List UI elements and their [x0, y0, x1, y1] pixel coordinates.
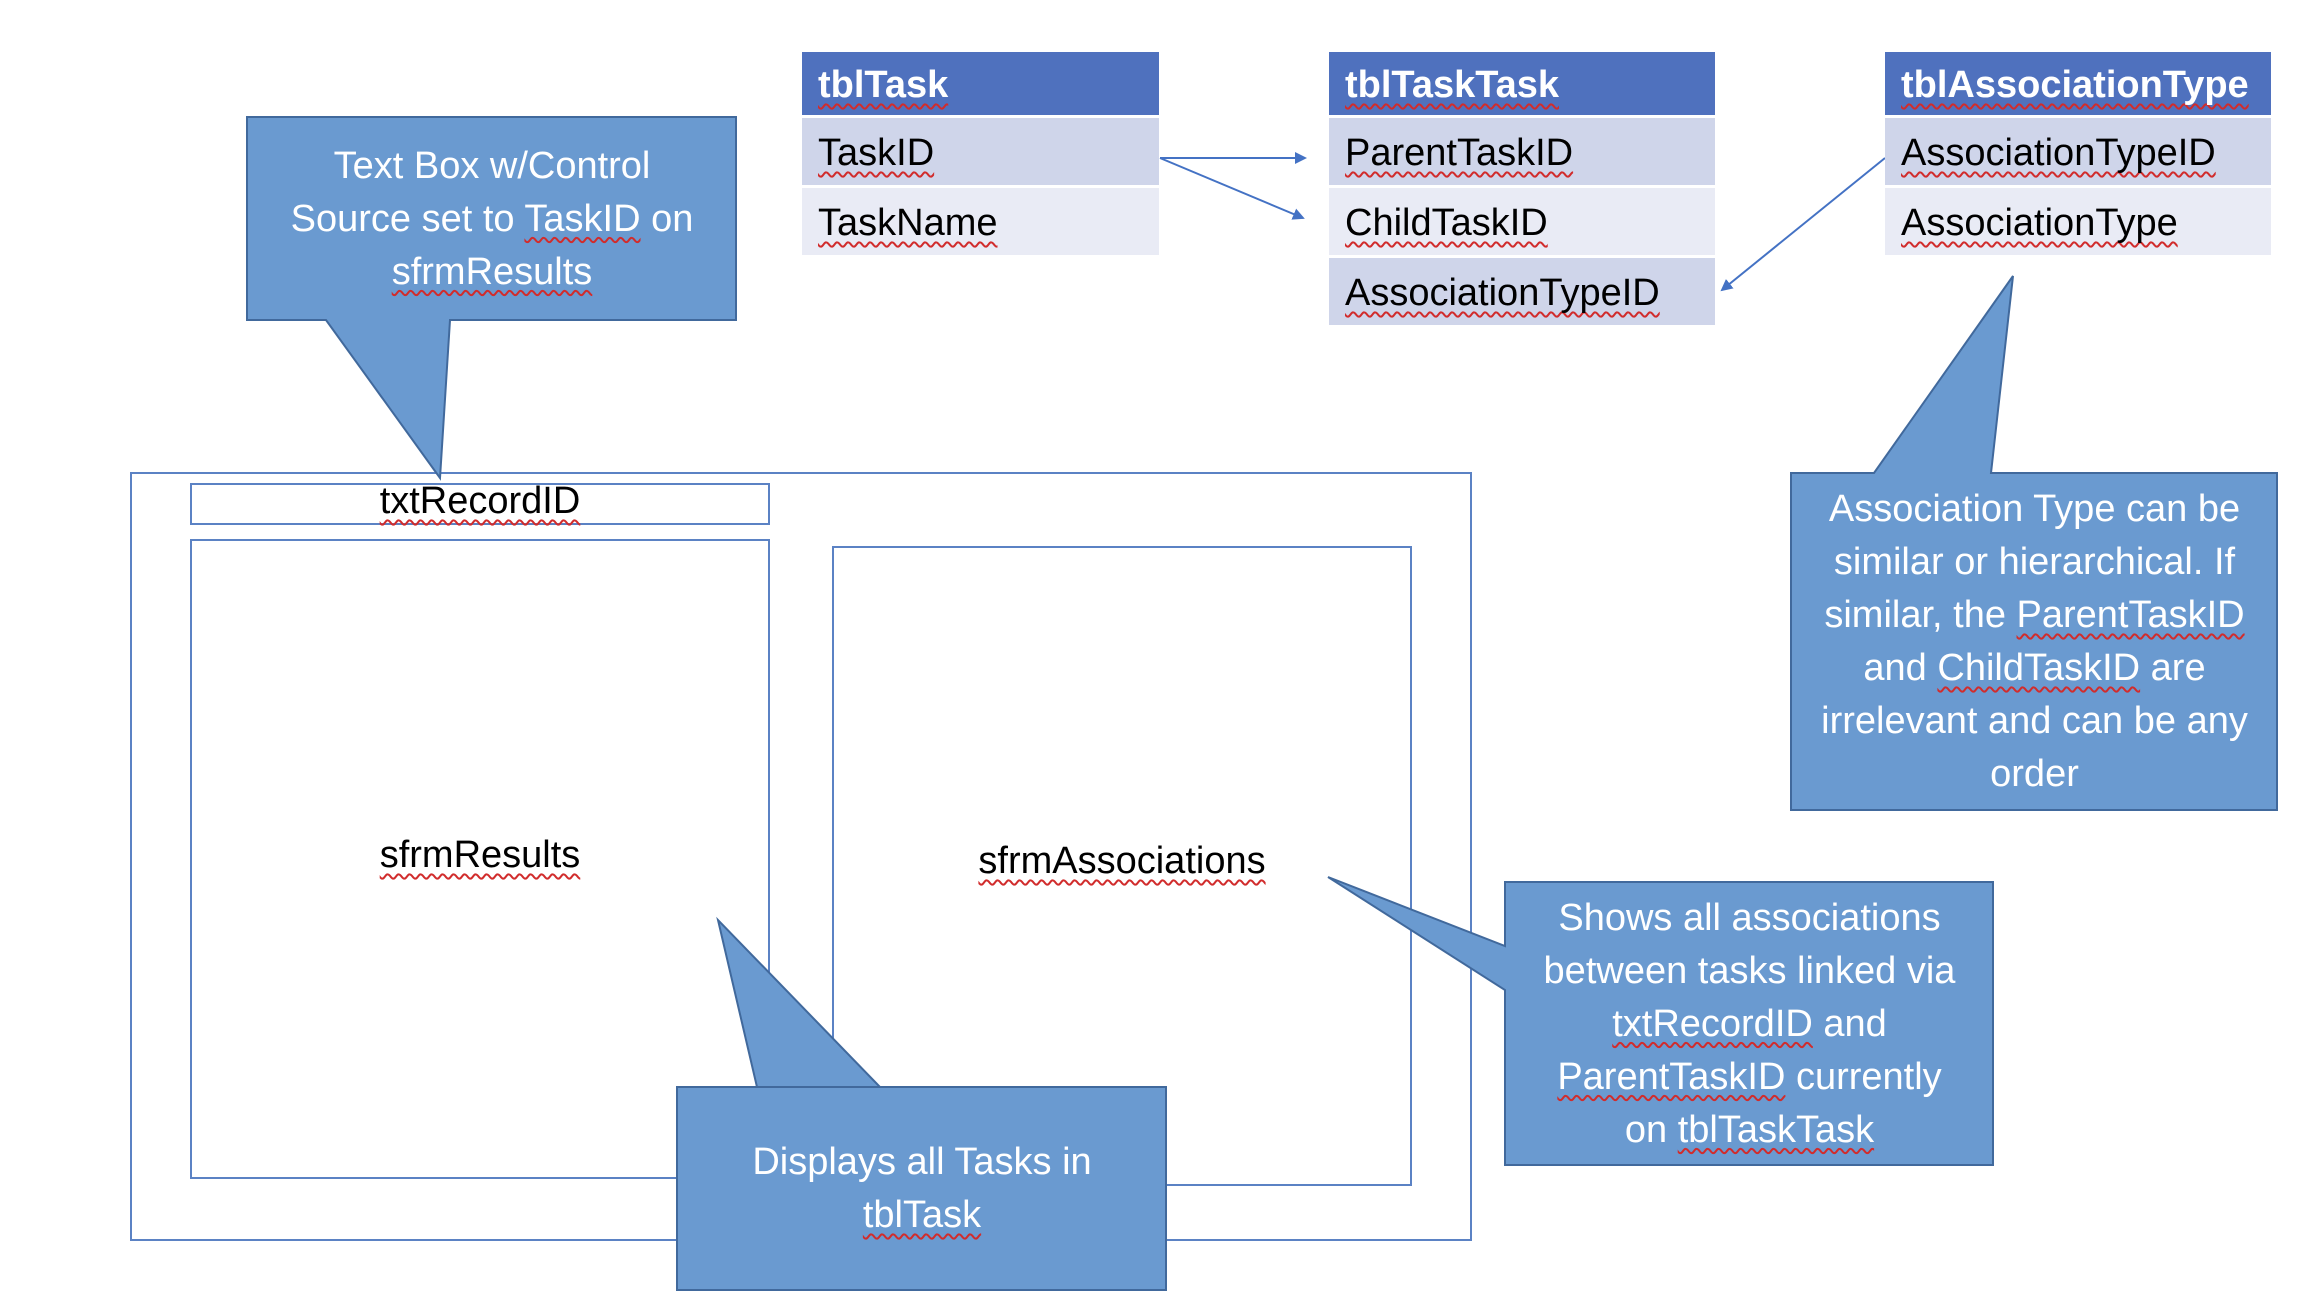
sfrmresults-box [190, 539, 770, 1179]
table-row: AssociationTypeID [1885, 118, 2271, 188]
sfrmassociations-label: sfrmAssociations [978, 840, 1266, 882]
table-row: ChildTaskID [1329, 188, 1715, 258]
table-row: ParentTaskID [1329, 118, 1715, 188]
table-row: AssociationType [1885, 188, 2271, 258]
callout-results-shape [676, 916, 1167, 1291]
callout-assoctype-text: Association Type can be similar or hiera… [1821, 488, 2248, 795]
txtrecordid-box [190, 483, 770, 525]
callout-textbox-shape [246, 116, 737, 481]
callout-associations-text: Shows all associations between tasks lin… [1543, 896, 1956, 1151]
sfrmresults-label: sfrmResults [379, 834, 581, 876]
txtrecordid-label: txtRecordID [379, 480, 581, 522]
table-header: tblAssociationType [1885, 52, 2271, 118]
callout-textbox-text: Text Box w/Control Source set to TaskID … [290, 144, 694, 293]
callout-associations-shape [1327, 876, 1994, 1166]
table-row: AssociationTypeID [1329, 258, 1715, 328]
table-tbltasktask: tblTaskTask ParentTaskID ChildTaskID Ass… [1329, 52, 1715, 328]
callout-assoctype-shape [1790, 275, 2278, 811]
table-tbltask: tblTask TaskID TaskName [802, 52, 1159, 258]
relation-taskid-child [1159, 157, 1305, 220]
table-tblassociationtype: tblAssociationType AssociationTypeID Ass… [1885, 52, 2271, 258]
table-header: tblTask [802, 52, 1159, 118]
table-row: TaskID [802, 118, 1159, 188]
relation-assoctype [1720, 157, 1886, 292]
callout-results-text: Displays all Tasks in tblTask [752, 1141, 1092, 1236]
table-row: TaskName [802, 188, 1159, 258]
table-header: tblTaskTask [1329, 52, 1715, 118]
